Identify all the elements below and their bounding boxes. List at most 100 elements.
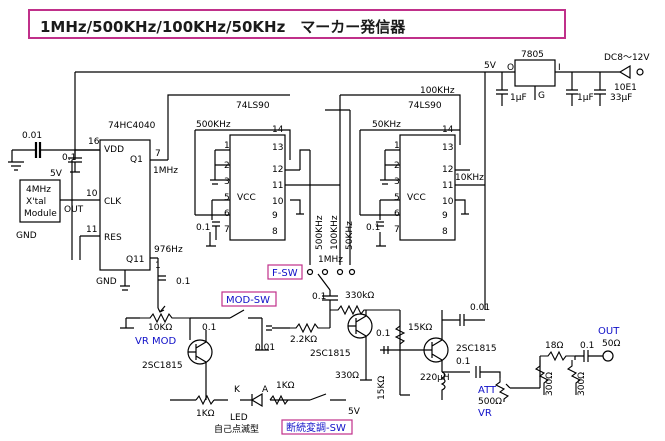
pin-q11: Q11 <box>126 255 145 265</box>
cap-t1u-b-label: 1μF <box>577 93 594 103</box>
dan-sw-box[interactable] <box>281 419 353 435</box>
dc-terminal <box>636 68 644 76</box>
f-sw-box[interactable] <box>267 264 303 280</box>
led-name-label: LED <box>230 413 248 423</box>
r-300a <box>534 360 550 395</box>
ic-7490a-label: 74LS90 <box>236 101 270 111</box>
vcc-b: VCC <box>407 193 426 203</box>
cap-t1u-a-label: 1μF <box>510 93 527 103</box>
cap-33u <box>594 72 606 106</box>
cap-001-out-label: 0.01 <box>470 303 490 313</box>
led-symbol <box>250 392 263 408</box>
pin16: 16 <box>88 137 100 147</box>
cap-01-976-label: 0.1 <box>176 277 190 287</box>
osc-name-line2: X'tal <box>26 197 46 207</box>
out-wiring <box>539 350 605 388</box>
l-220u-label: 220μH <box>420 373 450 383</box>
osc-gnd-label: GND <box>16 231 37 241</box>
a-p10: 10 <box>272 197 284 207</box>
cap-01-q2-label: 0.1 <box>376 329 390 339</box>
att-wiper <box>505 383 540 389</box>
led-type-label: 自己点滅型 <box>214 423 259 435</box>
a-p13: 13 <box>272 143 283 153</box>
b-p6: 6 <box>394 209 400 219</box>
r-15k-b-label: 15KΩ <box>377 376 387 400</box>
cap-01-a <box>212 221 220 240</box>
sw-50k-label: 50KHz <box>345 221 355 250</box>
fsw-contact-3[interactable] <box>336 268 344 276</box>
a-p7: 7 <box>224 225 230 235</box>
osc-out-label: OUT <box>64 205 84 215</box>
pin-res: RES <box>104 233 122 243</box>
fsw-contact-4[interactable] <box>348 268 356 276</box>
r-330k <box>330 304 400 316</box>
vr-mod-label: VR MOD <box>135 336 176 347</box>
out-imp-label: 50Ω <box>602 339 620 349</box>
a-p3: 3 <box>224 177 230 187</box>
f-50k-b: 50KHz <box>372 120 401 130</box>
osc-name-line3: Module <box>24 209 57 219</box>
r-1k-a <box>195 394 215 406</box>
reg-gnd-label: G <box>538 91 545 101</box>
led-a-label: A <box>262 385 269 395</box>
mod-sw-box[interactable] <box>221 291 277 307</box>
att-label: ATT <box>478 385 497 396</box>
f-500k-a: 500KHz <box>196 120 231 130</box>
reg-in-label: I <box>558 63 561 73</box>
cap-001-mod-label: 0.01 <box>255 343 275 353</box>
r-1k-a-label: 1KΩ <box>196 409 215 419</box>
page-title: 1MHz/500KHz/100KHz/50KHz マーカー発信器 <box>40 18 406 36</box>
fsw-contact-1[interactable] <box>306 268 314 276</box>
r-15k-vert <box>394 320 406 348</box>
regulator-label: 7805 <box>521 50 544 60</box>
gnd-left <box>8 149 24 171</box>
mod-sw-label: MOD-SW <box>226 295 270 306</box>
out-coupling <box>442 366 501 378</box>
osc-5v-label: 5V <box>50 169 63 179</box>
cap-01-b-label: 0.1 <box>366 223 380 233</box>
out-connector[interactable] <box>602 350 614 362</box>
fsw-contact-2[interactable] <box>321 268 329 276</box>
sw-500k-label: 500KHz <box>315 215 325 250</box>
pin-clk: CLK <box>104 197 122 207</box>
a-p5: 5 <box>224 193 230 203</box>
r-1k-b-label: 1KΩ <box>276 381 295 391</box>
cap-t1u-b <box>566 72 578 106</box>
reg-out-label: O <box>507 63 514 73</box>
tr-q2-label: 2SC1815 <box>310 349 351 359</box>
ls90b-wires <box>325 72 486 310</box>
ls90a-wires <box>194 129 340 265</box>
title-box: 1MHz/500KHz/100KHz/50KHz マーカー発信器 <box>28 9 566 39</box>
tr-q3-leads <box>424 310 443 372</box>
osc-name-line1: 4MHz <box>26 185 51 195</box>
vr-mod-wiper <box>120 305 166 329</box>
b-p2: 2 <box>394 161 400 171</box>
b-p10: 10 <box>442 197 454 207</box>
r-330k-label: 330kΩ <box>345 291 374 301</box>
b-p1: 1 <box>394 141 400 151</box>
r-500-label: 500Ω <box>478 397 502 407</box>
ic-74ls90-b <box>399 134 456 241</box>
cap-01-fsw-label: 0.1 <box>312 292 326 302</box>
cap-01-b <box>376 221 384 227</box>
f-10k: 10KHz <box>455 173 484 183</box>
f-976-label: 976Hz <box>154 245 183 255</box>
cap-001-left-label: 0.01 <box>22 131 42 141</box>
a-p11: 11 <box>272 181 283 191</box>
cap-33u-label: 33μF <box>610 93 632 103</box>
ic4040-wires <box>75 94 290 308</box>
v5-top-label: 5V <box>484 61 497 71</box>
tr-q1-leads <box>188 330 207 400</box>
rf-amp-wiring <box>360 310 426 396</box>
out-label: OUT <box>598 326 620 337</box>
ic-74ls90-a <box>229 134 286 241</box>
b-p8: 8 <box>442 227 448 237</box>
f-1mhz-label: 1MHz <box>153 166 178 176</box>
r-1k-b <box>269 394 289 406</box>
dan-sw <box>290 393 346 401</box>
dc-input-label: DC8～12V <box>604 53 650 63</box>
r-22k-label: 2.2KΩ <box>290 335 317 345</box>
pin7: 7 <box>155 149 161 159</box>
r-10k-label: 10KΩ <box>148 323 172 333</box>
